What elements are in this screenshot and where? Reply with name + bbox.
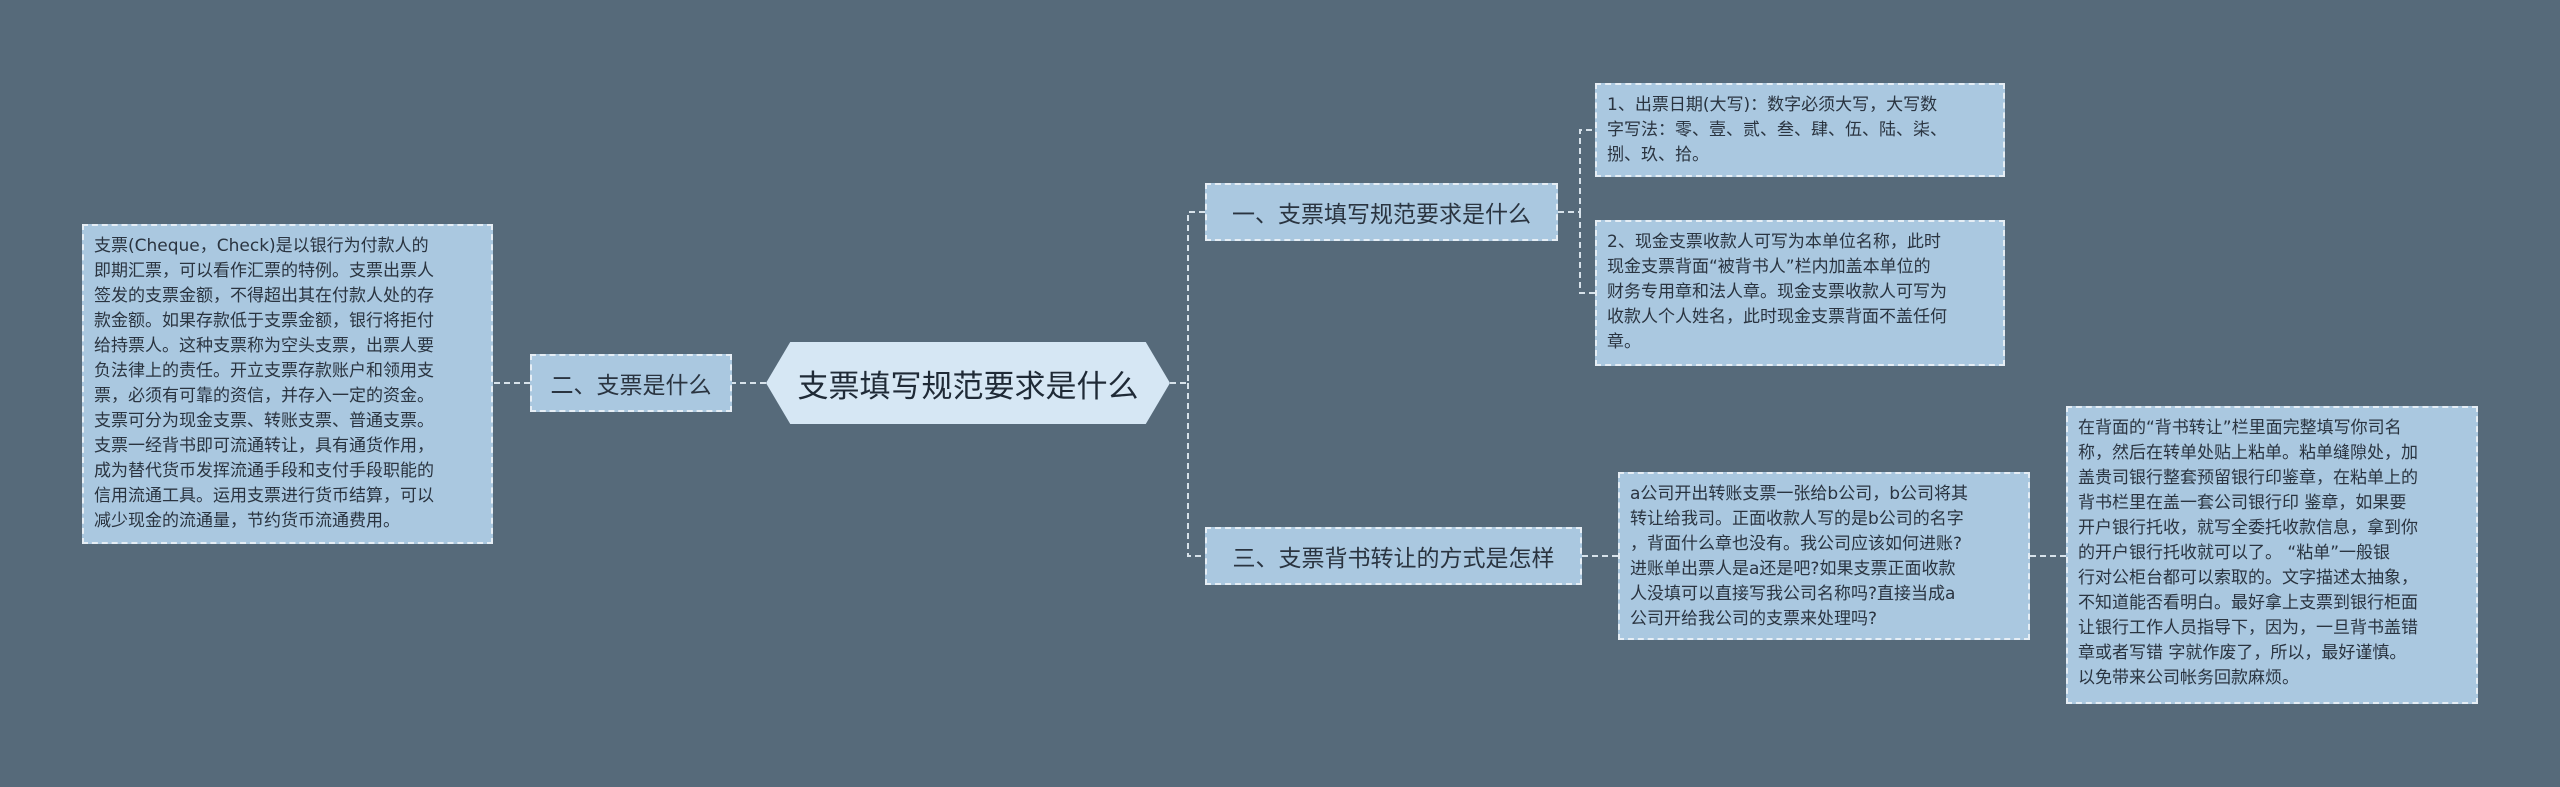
leaf-endorsement-question[interactable]: a公司开出转账支票一张给b公司，b公司将其 转让给我司。正面收款人写的是b公司的… xyxy=(1618,472,2030,640)
branch-label: 一、支票填写规范要求是什么 xyxy=(1232,202,1531,228)
link-root-b1 xyxy=(1170,211,1205,384)
leaf-text: 支票(Cheque，Check)是以银行为付款人的 即期汇票，可以看作汇票的特例… xyxy=(94,236,434,531)
leaf-cheque-definition[interactable]: 支票(Cheque，Check)是以银行为付款人的 即期汇票，可以看作汇票的特例… xyxy=(82,224,493,544)
branch-label: 二、支票是什么 xyxy=(550,373,712,399)
root-node[interactable]: 支票填写规范要求是什么 xyxy=(766,342,1170,424)
leaf-text: 在背面的“背书转让”栏里面完整填写你司名 称，然后在转单处贴上粘单。粘单缝隙处，… xyxy=(2078,418,2418,688)
branch-node-3[interactable]: 三、支票背书转让的方式是怎样 xyxy=(1205,527,1582,585)
branch-label: 三、支票背书转让的方式是怎样 xyxy=(1232,546,1555,572)
leaf-text: 1、出票日期(大写)：数字必须大写，大写数 字写法：零、壹、贰、叁、肆、伍、陆、… xyxy=(1607,95,1947,165)
link-b1-leaf1 xyxy=(1558,129,1595,213)
leaf-text: a公司开出转账支票一张给b公司，b公司将其 转让给我司。正面收款人写的是b公司的… xyxy=(1630,484,1968,629)
link-b1-leaf2 xyxy=(1579,212,1595,294)
link-root-b3 xyxy=(1187,383,1205,557)
root-label: 支票填写规范要求是什么 xyxy=(797,368,1139,405)
branch-node-1[interactable]: 一、支票填写规范要求是什么 xyxy=(1205,183,1558,241)
leaf-endorsement-answer[interactable]: 在背面的“背书转让”栏里面完整填写你司名 称，然后在转单处贴上粘单。粘单缝隙处，… xyxy=(2066,406,2478,704)
leaf-payee-rules[interactable]: 2、现金支票收款人可写为本单位名称，此时 现金支票背面“被背书人”栏内加盖本单位… xyxy=(1595,220,2005,366)
branch-node-2[interactable]: 二、支票是什么 xyxy=(530,354,732,412)
leaf-date-rules[interactable]: 1、出票日期(大写)：数字必须大写，大写数 字写法：零、壹、贰、叁、肆、伍、陆、… xyxy=(1595,83,2005,177)
leaf-text: 2、现金支票收款人可写为本单位名称，此时 现金支票背面“被背书人”栏内加盖本单位… xyxy=(1607,232,1947,352)
